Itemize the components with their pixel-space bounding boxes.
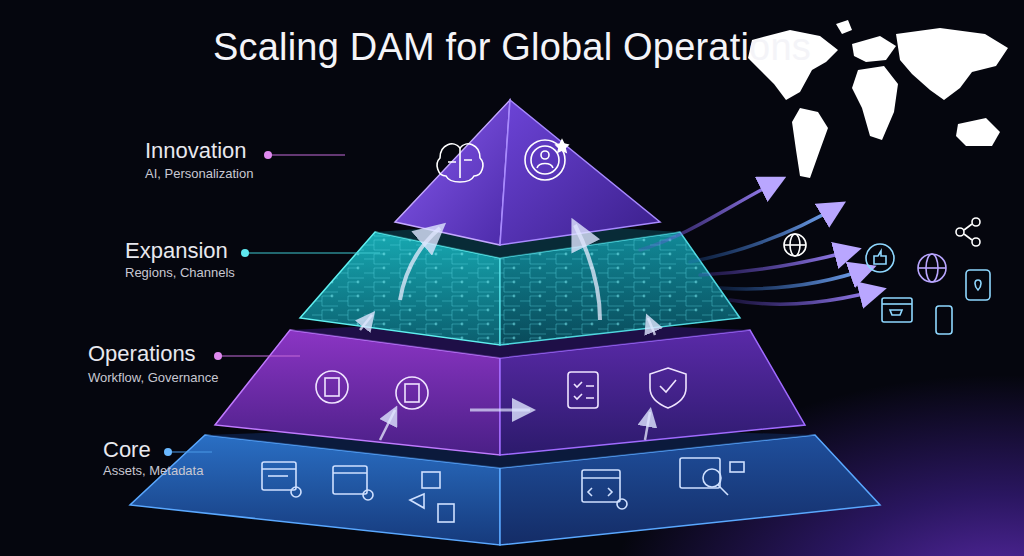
leader-lines xyxy=(164,151,380,456)
tier-heading: Core xyxy=(103,437,151,463)
growth-arrows xyxy=(360,225,655,440)
innovation-tier xyxy=(395,100,660,245)
tier-subtitle: Assets, Metadata xyxy=(103,463,203,478)
tier-subtitle: Workflow, Governance xyxy=(88,370,219,385)
tier-subtitle: AI, Personalization xyxy=(145,166,253,181)
tier-subtitle: Regions, Channels xyxy=(125,265,235,280)
outward-arrows xyxy=(640,180,880,304)
tier-heading: Operations xyxy=(88,341,196,367)
tier-heading: Expansion xyxy=(125,238,228,264)
diagram-title: Scaling DAM for Global Operations xyxy=(213,26,811,69)
tier-heading: Innovation xyxy=(145,138,247,164)
channel-icons xyxy=(784,218,990,334)
